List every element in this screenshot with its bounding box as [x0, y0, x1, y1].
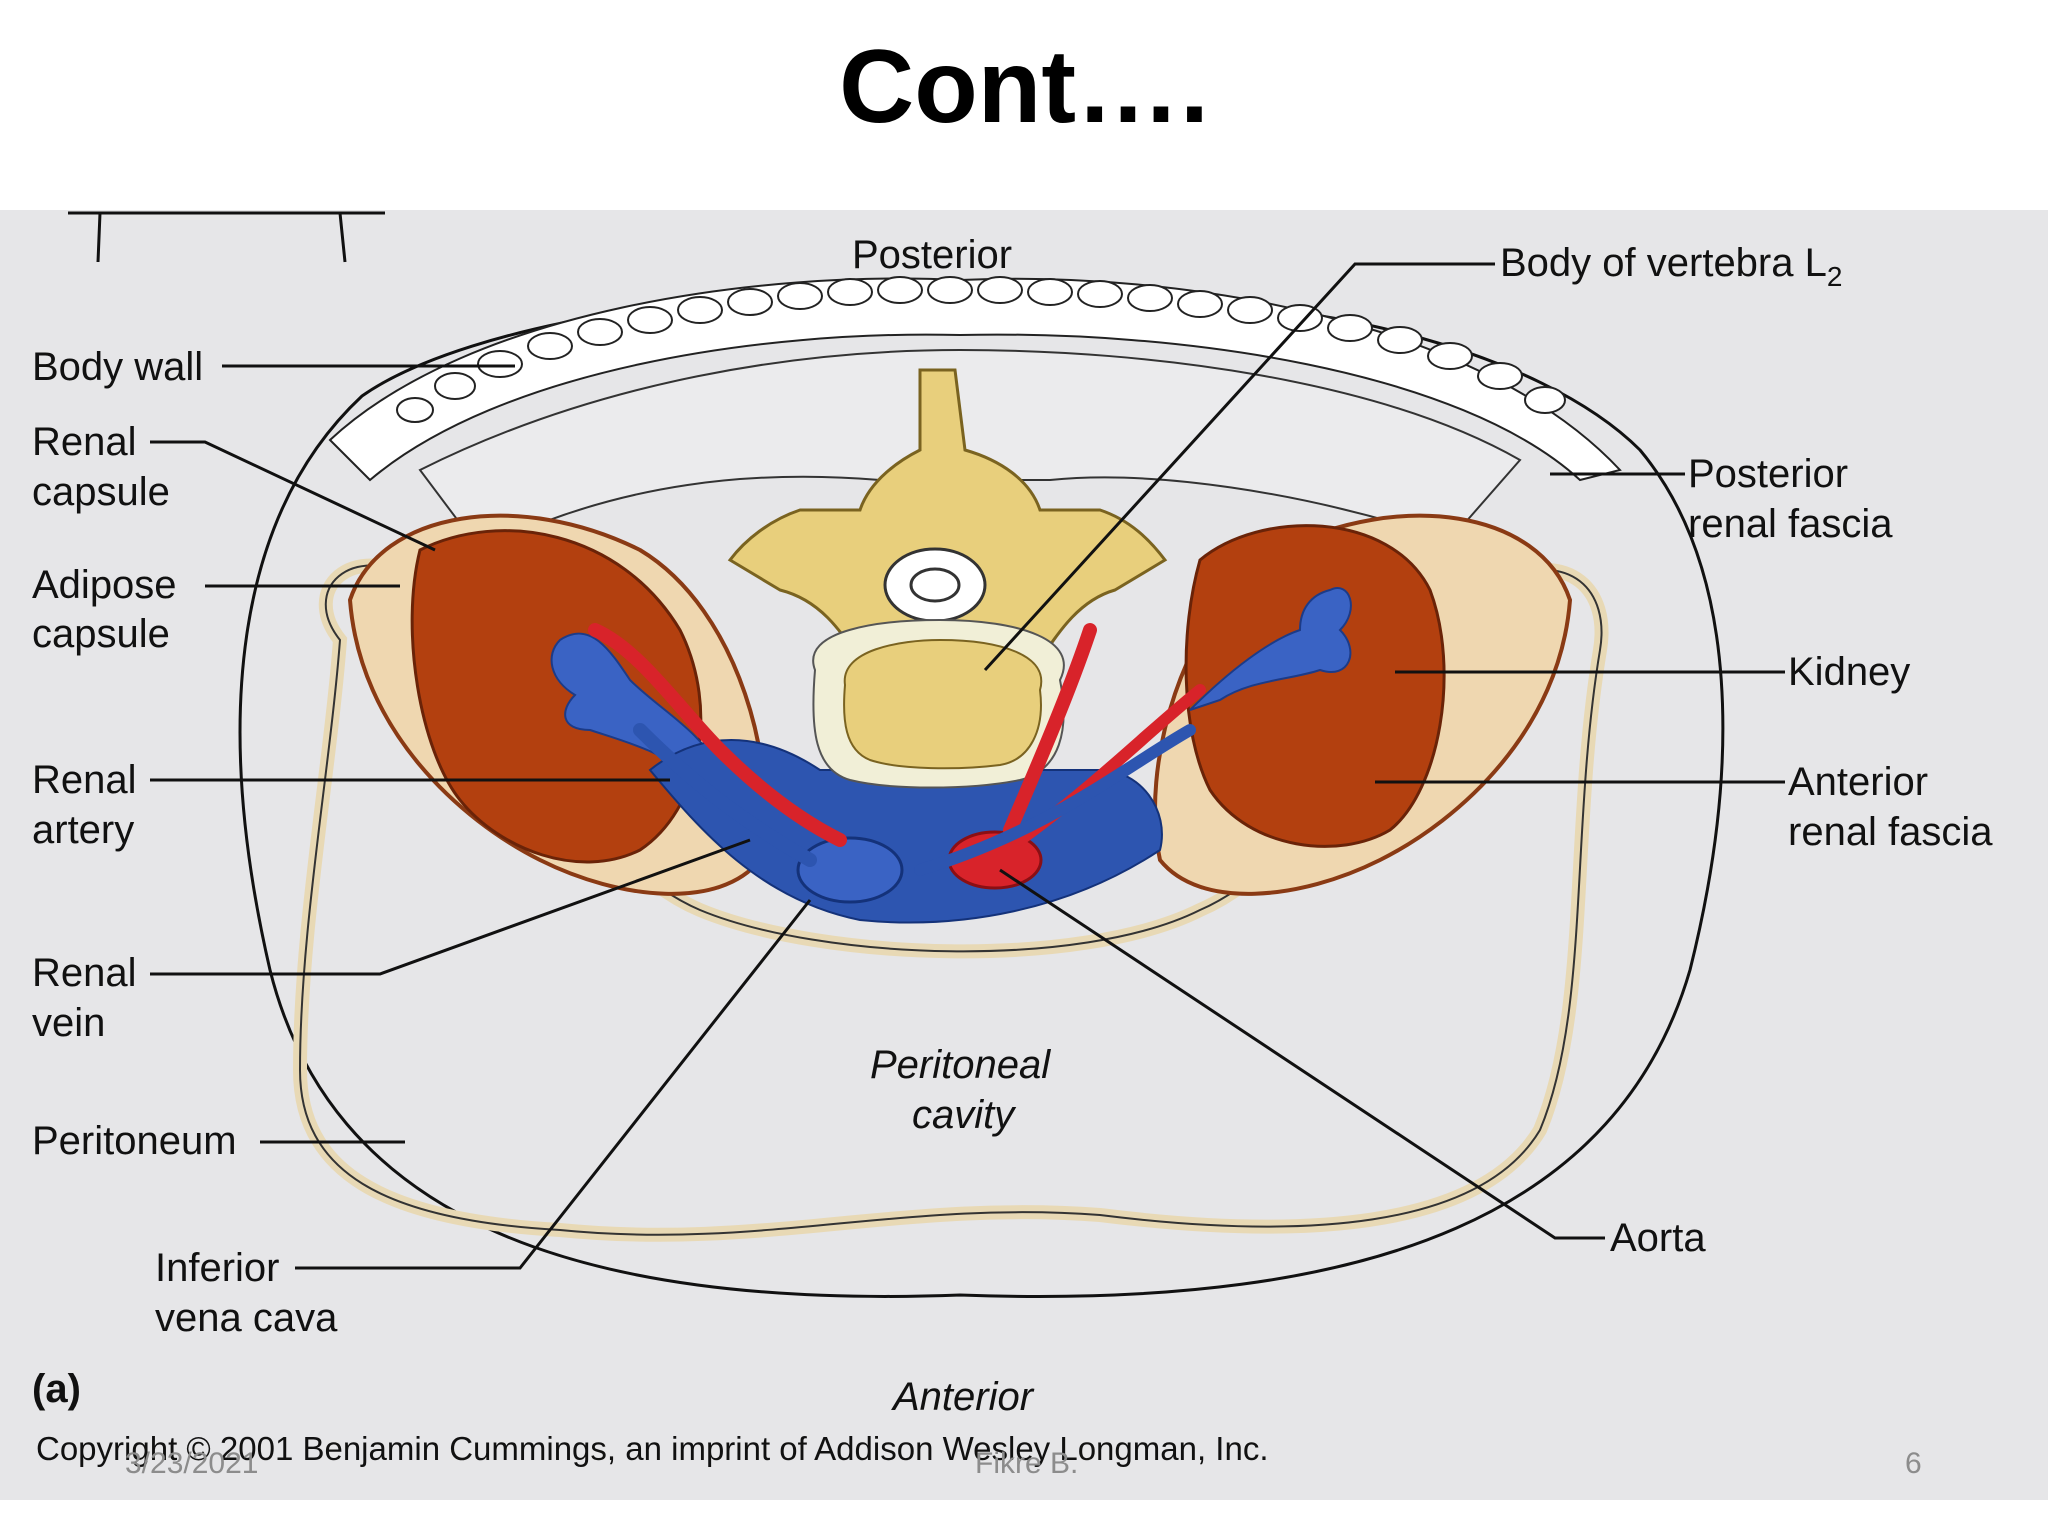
label-peritoneal-cavity-line1: Peritoneal	[870, 1043, 1051, 1087]
spinal-cord	[909, 567, 961, 603]
body-of-vertebra	[843, 638, 1043, 770]
label-renal-artery-line1: Renal	[32, 758, 137, 802]
copyright-text: Copyright © 2001 Benjamin Cummings, an i…	[36, 1430, 1269, 1467]
right-renal-pelvis	[1189, 587, 1352, 711]
label-peritoneal-cavity-line2: cavity	[912, 1093, 1017, 1137]
leader-body-of-vertebra	[983, 262, 1495, 672]
label-body-wall: Body wall	[32, 345, 203, 389]
figure-crop-remnant	[68, 211, 385, 263]
label-ivc-line1: Inferior	[155, 1246, 280, 1290]
label-posterior: Posterior	[852, 233, 1012, 277]
label-renal-vein-line1: Renal	[32, 951, 137, 995]
label-posterior-fascia-line2: renal fascia	[1688, 502, 1893, 546]
label-adipose-capsule-line2: capsule	[32, 612, 170, 656]
label-renal-vein-line2: vein	[32, 1001, 105, 1045]
label-anterior: Anterior	[891, 1375, 1035, 1419]
label-aorta: Aorta	[1610, 1216, 1706, 1260]
footer-author: Fikre B.	[975, 1447, 1079, 1480]
leader-renal-capsule	[150, 440, 436, 552]
slide-title: Cont….	[839, 29, 1209, 145]
kidney-cross-section-figure: Posterior Body of vertebra L2 Body wall …	[0, 210, 2048, 1500]
footer-date: 3/23/2021	[125, 1447, 259, 1480]
label-peritoneum: Peritoneum	[32, 1119, 237, 1163]
label-kidney: Kidney	[1788, 650, 1910, 694]
left-renal-artery	[588, 623, 847, 847]
right-renal-vein	[914, 724, 1196, 876]
label-anterior-fascia-line2: renal fascia	[1788, 810, 1993, 854]
footer-page-number: 6	[1905, 1447, 1922, 1480]
leader-aorta	[999, 868, 1605, 1240]
leader-renal-vein	[150, 838, 751, 976]
inferior-vena-cava	[796, 836, 904, 904]
left-renal-vein	[633, 723, 817, 867]
label-anterior-fascia-line1: Anterior	[1788, 760, 1928, 804]
label-renal-capsule-line1: Renal	[32, 420, 137, 464]
label-body-of-vertebra: Body of vertebra L2	[1500, 241, 1842, 292]
spinal-canal	[883, 547, 987, 623]
label-renal-capsule-line2: capsule	[32, 470, 170, 514]
label-posterior-fascia-line1: Posterior	[1688, 452, 1848, 496]
right-renal-artery-upper	[1003, 623, 1097, 837]
leader-ivc	[295, 899, 812, 1270]
label-adipose-capsule-line1: Adipose	[32, 563, 177, 607]
label-ivc-line2: vena cava	[155, 1296, 338, 1340]
label-panel-a: (a)	[32, 1367, 81, 1411]
label-renal-artery-line2: artery	[32, 808, 134, 852]
